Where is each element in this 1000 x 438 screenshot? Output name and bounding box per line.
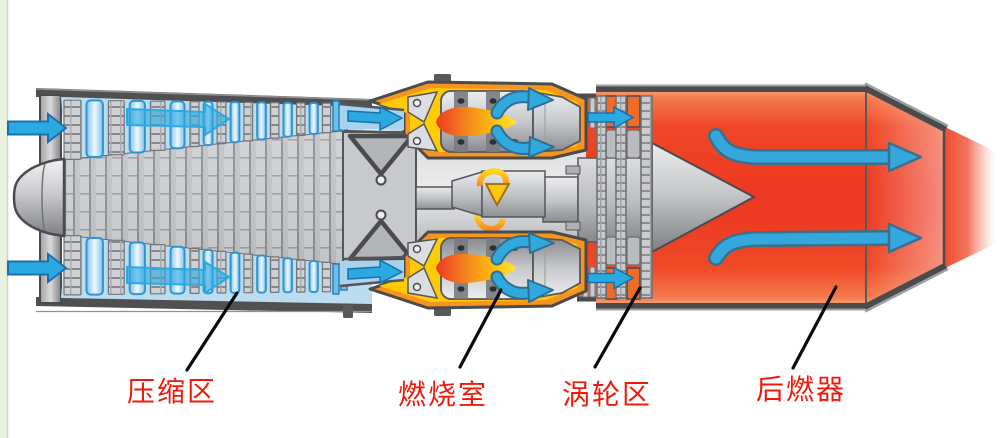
flow-arrow-icon <box>126 261 230 294</box>
stator-vane <box>282 101 293 138</box>
nozzle-slope-bottom <box>862 262 948 312</box>
turbine-blade-stage <box>615 95 627 299</box>
flow-arrow-icon <box>347 105 404 132</box>
stator-vane <box>85 99 104 158</box>
turbine-section <box>542 95 757 300</box>
label-pointer-line <box>185 291 239 372</box>
flow-arrow-head <box>887 141 923 173</box>
flow-arrow-icon <box>587 266 635 290</box>
lower-mount-tab <box>343 305 353 318</box>
shaft-neck <box>542 176 579 223</box>
flow-arrow-icon <box>710 232 899 264</box>
drive-shaft <box>415 186 455 210</box>
can-hole <box>489 98 497 104</box>
afterburner-body <box>578 87 944 308</box>
rotation-arrow-icon <box>474 215 506 232</box>
afterburner-section <box>577 82 997 313</box>
nozzle-converging-shade <box>866 88 944 307</box>
frame-bolt <box>375 174 387 186</box>
flow-arrow-icon <box>587 105 635 130</box>
stator-vane <box>85 237 104 296</box>
flow-arrow-icon <box>126 103 230 136</box>
rotor-blade <box>243 101 254 142</box>
duct-wall <box>339 102 405 112</box>
nose-cone <box>12 157 66 238</box>
rotor-blade <box>107 100 125 156</box>
exhaust-plume <box>945 127 997 268</box>
rotor-blade <box>63 235 82 296</box>
turbine-blade-stage <box>596 95 607 299</box>
flow-arrow-icon <box>710 130 899 163</box>
label-afterburner: 后燃器 <box>756 374 846 405</box>
rotation-arrow-head <box>484 183 511 207</box>
rotor-blade <box>321 102 332 134</box>
compressor-casing-bottom <box>36 297 372 313</box>
flow-arrow-head <box>887 222 923 254</box>
rotor-blade <box>296 102 306 137</box>
label-turbine-zone: 涡轮区 <box>562 379 652 410</box>
can-hole <box>457 98 465 104</box>
flow-arrow-head <box>528 136 555 158</box>
hub-rib-texture <box>66 131 344 264</box>
drum-bracket <box>565 221 581 231</box>
stator-vane <box>282 257 293 294</box>
combustion-chamber-top <box>339 74 588 160</box>
rotor-blade <box>243 253 254 294</box>
label-combustion-chamber: 燃烧室 <box>398 379 488 410</box>
stator-vane <box>256 254 267 294</box>
slope-highlight-top <box>864 82 949 128</box>
turbine-stator-block <box>626 129 641 159</box>
label-compression-zone: 压缩区 <box>127 376 217 407</box>
drum-bracket <box>565 165 581 175</box>
flow-arrow-head <box>527 87 554 111</box>
nose-cone-seam <box>41 163 46 232</box>
rotor-blade <box>269 256 280 293</box>
diffuser-vane <box>332 263 340 295</box>
rotation-arrow-icon <box>476 168 509 187</box>
turbine-blade-stage <box>640 95 653 299</box>
can-hole <box>457 139 465 145</box>
label-pointer-line <box>458 288 503 369</box>
annotation-layer: 压缩区 燃烧室 涡轮区 后燃器 <box>127 285 846 410</box>
turbine-stator-block <box>626 236 641 266</box>
duct-wall <box>343 129 405 135</box>
rotor-blade <box>107 239 125 295</box>
nozzle-slope-top <box>862 83 948 133</box>
flow-arrow-icon <box>7 111 68 145</box>
rotor-blade <box>269 101 280 139</box>
stator-vane <box>229 251 241 294</box>
frame-bolt <box>375 209 387 221</box>
can-hole <box>489 139 497 145</box>
rotor-blade <box>63 99 82 160</box>
swirler-bolt <box>412 98 422 108</box>
diffuser-vane <box>332 100 340 132</box>
slope-highlight-bottom <box>864 267 949 313</box>
rotor-blade <box>296 259 306 293</box>
left-margin-strip <box>0 0 7 438</box>
swirler-bolt <box>412 136 422 146</box>
frame-strut-top <box>347 133 415 177</box>
turbine-casing-block <box>626 95 641 128</box>
airflow-arrows <box>7 103 923 294</box>
stator-vane <box>256 101 267 141</box>
stator-vane <box>229 101 241 144</box>
stator-vane <box>308 102 319 135</box>
turbine-drum <box>577 157 653 243</box>
rotor-blade <box>321 261 332 293</box>
flow-arrow-icon <box>7 251 68 285</box>
label-pointer-line <box>593 286 642 369</box>
casing-edge-highlight <box>35 88 373 101</box>
label-pointer-line <box>791 285 838 370</box>
stator-vane <box>308 260 319 293</box>
